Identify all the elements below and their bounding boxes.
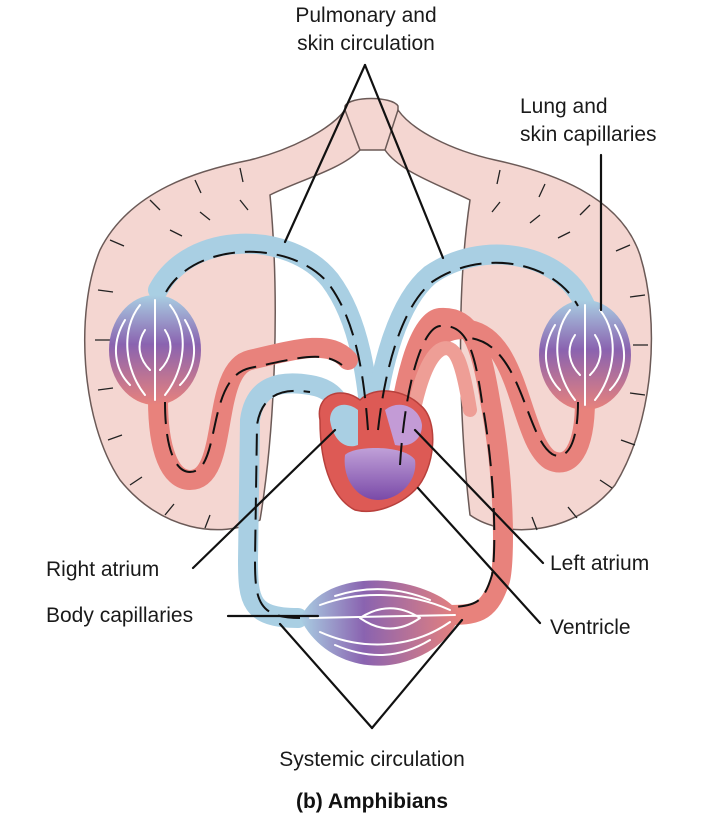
left-lung-capillaries (109, 295, 201, 405)
label-left-atrium: Left atrium (550, 552, 649, 575)
right-lung-capillaries (539, 300, 631, 410)
right-atrium-chamber (330, 404, 358, 447)
label-right-atrium: Right atrium (46, 558, 159, 581)
leader-ventricle (416, 486, 542, 625)
ventricle-chamber (344, 448, 416, 500)
body-capillary-bed (300, 580, 460, 666)
label-pulmonary-line2: skin circulation (297, 32, 435, 55)
heart (318, 390, 434, 512)
label-pulmonary-line1: Pulmonary and (295, 4, 436, 27)
leader-pulmonary-left (283, 63, 367, 244)
label-lung-line2: skin capillaries (520, 123, 657, 146)
left-pulmonary-vein (148, 337, 358, 491)
leader-left-atrium (413, 428, 545, 565)
leader-systemic-left (278, 622, 374, 730)
leader-systemic-right (370, 618, 464, 730)
label-lung-line1: Lung and (520, 95, 608, 118)
leader-lines (191, 63, 603, 730)
left-pulmocutaneous-artery (148, 233, 382, 450)
caption: (b) Amphibians (296, 790, 448, 813)
leader-pulmonary-right (363, 63, 445, 260)
label-ventricle: Ventricle (550, 616, 631, 639)
label-systemic: Systemic circulation (279, 748, 465, 771)
flow-lines (164, 250, 579, 619)
leader-right-atrium (191, 428, 337, 570)
label-body-capillaries: Body capillaries (46, 604, 193, 627)
right-pulmocutaneous-artery (362, 244, 595, 450)
aorta (385, 307, 513, 625)
labels: Pulmonary and skin circulation Lung and … (46, 4, 657, 813)
